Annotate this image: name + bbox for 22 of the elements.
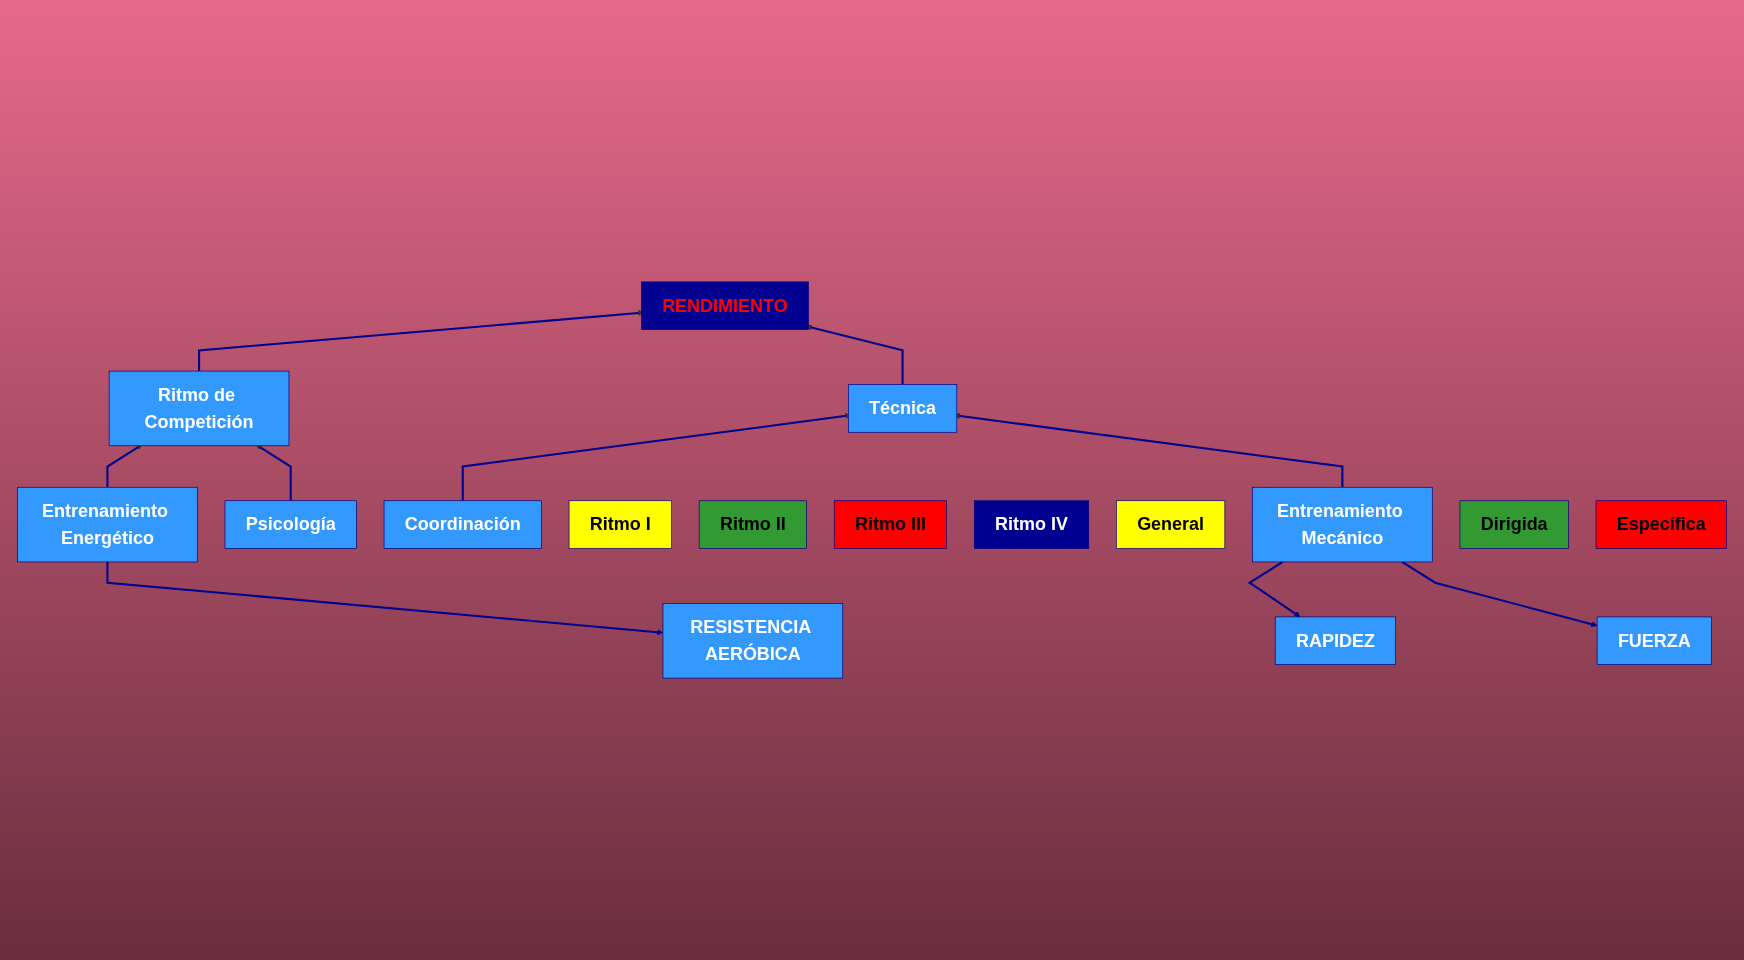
node-box: Específica	[1595, 500, 1727, 549]
arrow	[106, 561, 664, 636]
node-box: General	[1116, 500, 1226, 549]
arrow	[1401, 561, 1598, 628]
node-box: Entrenamiento Mecánico	[1252, 486, 1433, 563]
node-box: Ritmo de Competición	[108, 370, 290, 447]
node-box: Entrenamiento Energético	[17, 486, 198, 563]
node-box: Psicología	[224, 500, 357, 549]
node-box: Ritmo II	[698, 500, 807, 549]
node-box: Ritmo III	[833, 500, 947, 549]
node-box: RENDIMIENTO	[641, 281, 809, 330]
node-box: Técnica	[848, 384, 958, 433]
node-box: Ritmo IV	[973, 500, 1090, 549]
node-box: Ritmo I	[568, 500, 672, 549]
node-box: Coordinación	[383, 500, 542, 549]
node-box: FUERZA	[1596, 616, 1712, 665]
node-box: Dirigida	[1459, 500, 1569, 549]
node-box: RESISTENCIA AERÓBICA	[662, 603, 844, 679]
node-box: RAPIDEZ	[1274, 616, 1396, 665]
arrow	[106, 444, 143, 488]
arrow	[255, 444, 292, 501]
arrow	[1247, 561, 1301, 618]
